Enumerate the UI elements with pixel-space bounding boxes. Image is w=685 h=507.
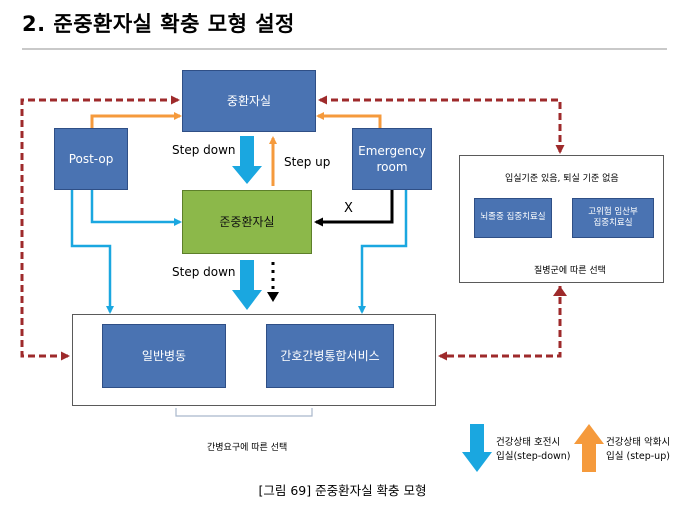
- nursing-service-label: 간호간병통합서비스: [280, 348, 380, 363]
- orange-postop-to-icu: [90, 112, 182, 128]
- cyan-postop-to-stepdown: [90, 190, 182, 226]
- emergency-box: Emergency room: [352, 128, 432, 190]
- disease-choice-text: 질병군에 따른 선택: [534, 266, 606, 276]
- icu-label: 중환자실: [226, 93, 272, 108]
- high-risk-ob-box: 고위험 임산부 집중치료실: [572, 198, 654, 238]
- x-mark: X: [344, 201, 353, 216]
- admission-criteria-text: 입실기준 있음, 퇴실 기준 없음: [505, 174, 619, 184]
- dashed-link-bottom: [438, 286, 562, 361]
- black-er-to-stepdown: [314, 190, 394, 227]
- high-risk-ob-label: 고위험 임산부 집중치료실: [588, 206, 638, 228]
- figure-caption: [그림 69] 준중환자실 확충 모형: [258, 483, 427, 498]
- postop-box: Post-op: [54, 128, 128, 190]
- neuro-icu-label: 뇌졸중 집중치료실: [480, 212, 546, 223]
- cyan-er-to-ward: [358, 190, 408, 314]
- bracket-care: [175, 408, 313, 417]
- cyan-step-down-2: [232, 260, 262, 310]
- orange-er-to-icu: [316, 112, 382, 128]
- step-down-label-2: Step down: [172, 265, 236, 279]
- postop-label: Post-op: [68, 151, 114, 166]
- step-down-label-1: Step down: [172, 143, 236, 157]
- stepdown-unit-box: 준중환자실: [182, 190, 312, 254]
- emergency-label: Emergency room: [358, 143, 426, 174]
- care-choice-text: 간병요구에 따른 선택: [207, 443, 288, 453]
- page-title: 2. 준중환자실 확충 모형 설정: [22, 12, 295, 36]
- step-up-label: Step up: [284, 155, 331, 169]
- icu-box: 중환자실: [182, 70, 316, 132]
- legend-up-text: 건강상태 악화시 입실 (step-up): [606, 437, 671, 462]
- general-ward-box: 일반병동: [102, 324, 226, 388]
- legend-down-text: 건강상태 호전시 입실(step-down): [496, 437, 571, 462]
- legend-up-arrow: [574, 424, 604, 472]
- legend-down-arrow: [462, 424, 492, 472]
- neuro-icu-box: 뇌졸중 집중치료실: [474, 198, 552, 238]
- general-ward-label: 일반병동: [141, 348, 187, 363]
- nursing-service-box: 간호간병통합서비스: [266, 324, 394, 388]
- cyan-postop-to-ward: [70, 190, 114, 314]
- title-divider: [22, 48, 667, 50]
- cyan-step-down-1: [232, 136, 262, 184]
- stepdown-unit-label: 준중환자실: [219, 214, 275, 229]
